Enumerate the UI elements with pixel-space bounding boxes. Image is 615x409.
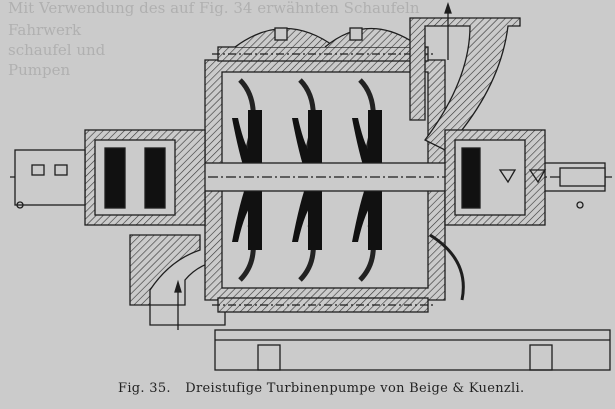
- figure-caption: Fig. 35. Dreistufige Turbinenpumpe von B…: [118, 381, 608, 396]
- base-plate: [214, 329, 611, 371]
- bleed-through-text: schaufel und: [8, 41, 106, 59]
- discharge-outlet: [409, 17, 521, 151]
- figure-number: Fig. 35.: [118, 381, 171, 396]
- bleed-through-text: Mit Verwendung des auf Fig. 34 erwähnten…: [8, 0, 420, 17]
- balance-pipe: [429, 233, 465, 301]
- figure-title: Dreistufige Turbinenpumpe von Beige & Ku…: [185, 381, 525, 396]
- coupling: [14, 149, 86, 206]
- bleed-through-text: Fahrwerk: [8, 21, 82, 39]
- pump-cross-section-drawing: [10, 1, 612, 371]
- bleed-through-text: Pumpen: [8, 61, 71, 79]
- pedestal-foot: [129, 234, 201, 306]
